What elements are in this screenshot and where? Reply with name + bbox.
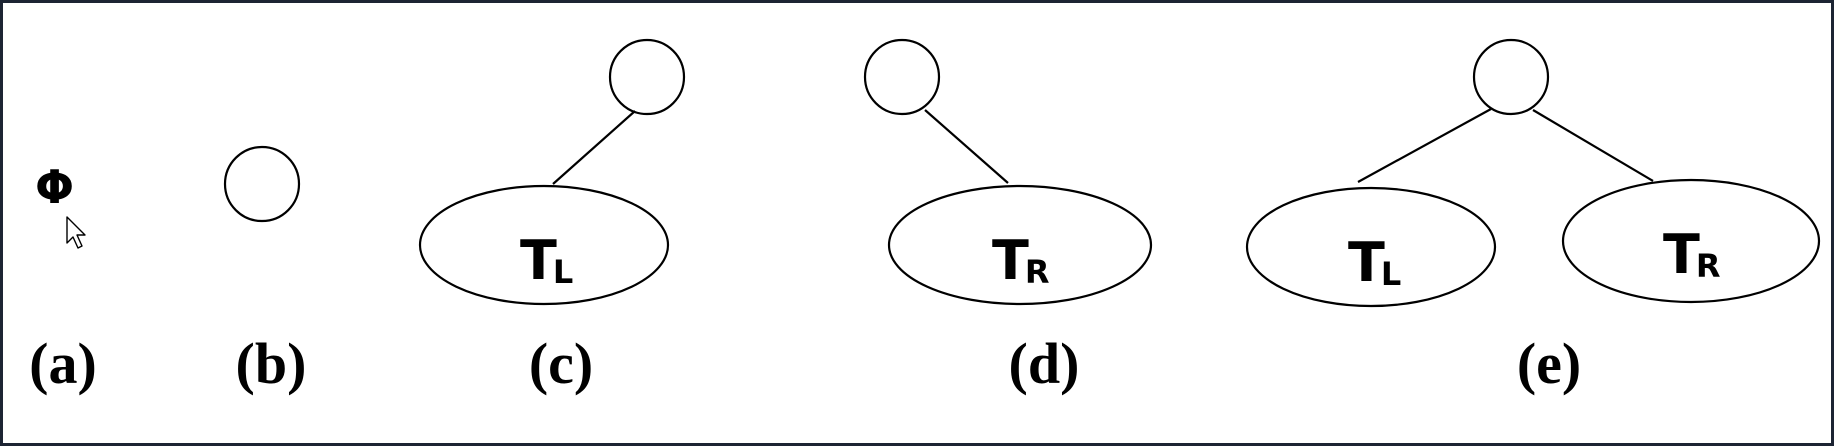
case-label-b: (b): [236, 331, 307, 396]
subtree-subscript: L: [553, 253, 573, 291]
case-d: TR (d): [863, 38, 1153, 396]
subtree-subscript: R: [1696, 247, 1721, 285]
case-label-e: (e): [1517, 331, 1581, 396]
subtree-subscript: L: [1381, 255, 1401, 293]
right-subtree-label: TR: [992, 229, 1049, 292]
case-c: TL (c): [418, 38, 686, 396]
case-label-a: (a): [29, 331, 97, 396]
root-node: [1472, 38, 1550, 116]
right-subtree: [1561, 178, 1821, 304]
left-edge: [552, 110, 636, 185]
left-subtree-label: TL: [1348, 231, 1401, 294]
empty-tree-symbol: Φ: [35, 160, 74, 214]
case-label-d: (d): [1009, 331, 1080, 396]
root-node: [863, 38, 941, 116]
root-node: [223, 145, 301, 223]
case-a: Φ (a): [29, 160, 97, 396]
right-subtree: [887, 184, 1153, 306]
subtree-symbol: T: [1663, 223, 1700, 286]
binary-tree-cases-diagram: Φ (a) (b) TL (c) TR: [29, 38, 1821, 396]
subtree-symbol: T: [1348, 231, 1385, 294]
diagram-frame: Φ (a) (b) TL (c) TR: [3, 3, 1831, 443]
case-label-c: (c): [529, 331, 593, 396]
right-edge: [924, 109, 1009, 184]
right-subtree-label: TR: [1663, 223, 1720, 286]
case-e: TL TR (e): [1245, 38, 1821, 396]
left-subtree: [1245, 186, 1497, 308]
subtree-subscript: R: [1025, 253, 1050, 291]
left-subtree-label: TL: [520, 229, 573, 292]
root-node: [608, 38, 686, 116]
left-subtree: [418, 184, 670, 306]
subtree-symbol: T: [520, 229, 557, 292]
left-edge: [1357, 108, 1492, 183]
subtree-symbol: T: [992, 229, 1029, 292]
right-edge: [1532, 109, 1654, 182]
mouse-pointer-icon: [66, 216, 86, 249]
case-b: (b): [223, 145, 307, 396]
